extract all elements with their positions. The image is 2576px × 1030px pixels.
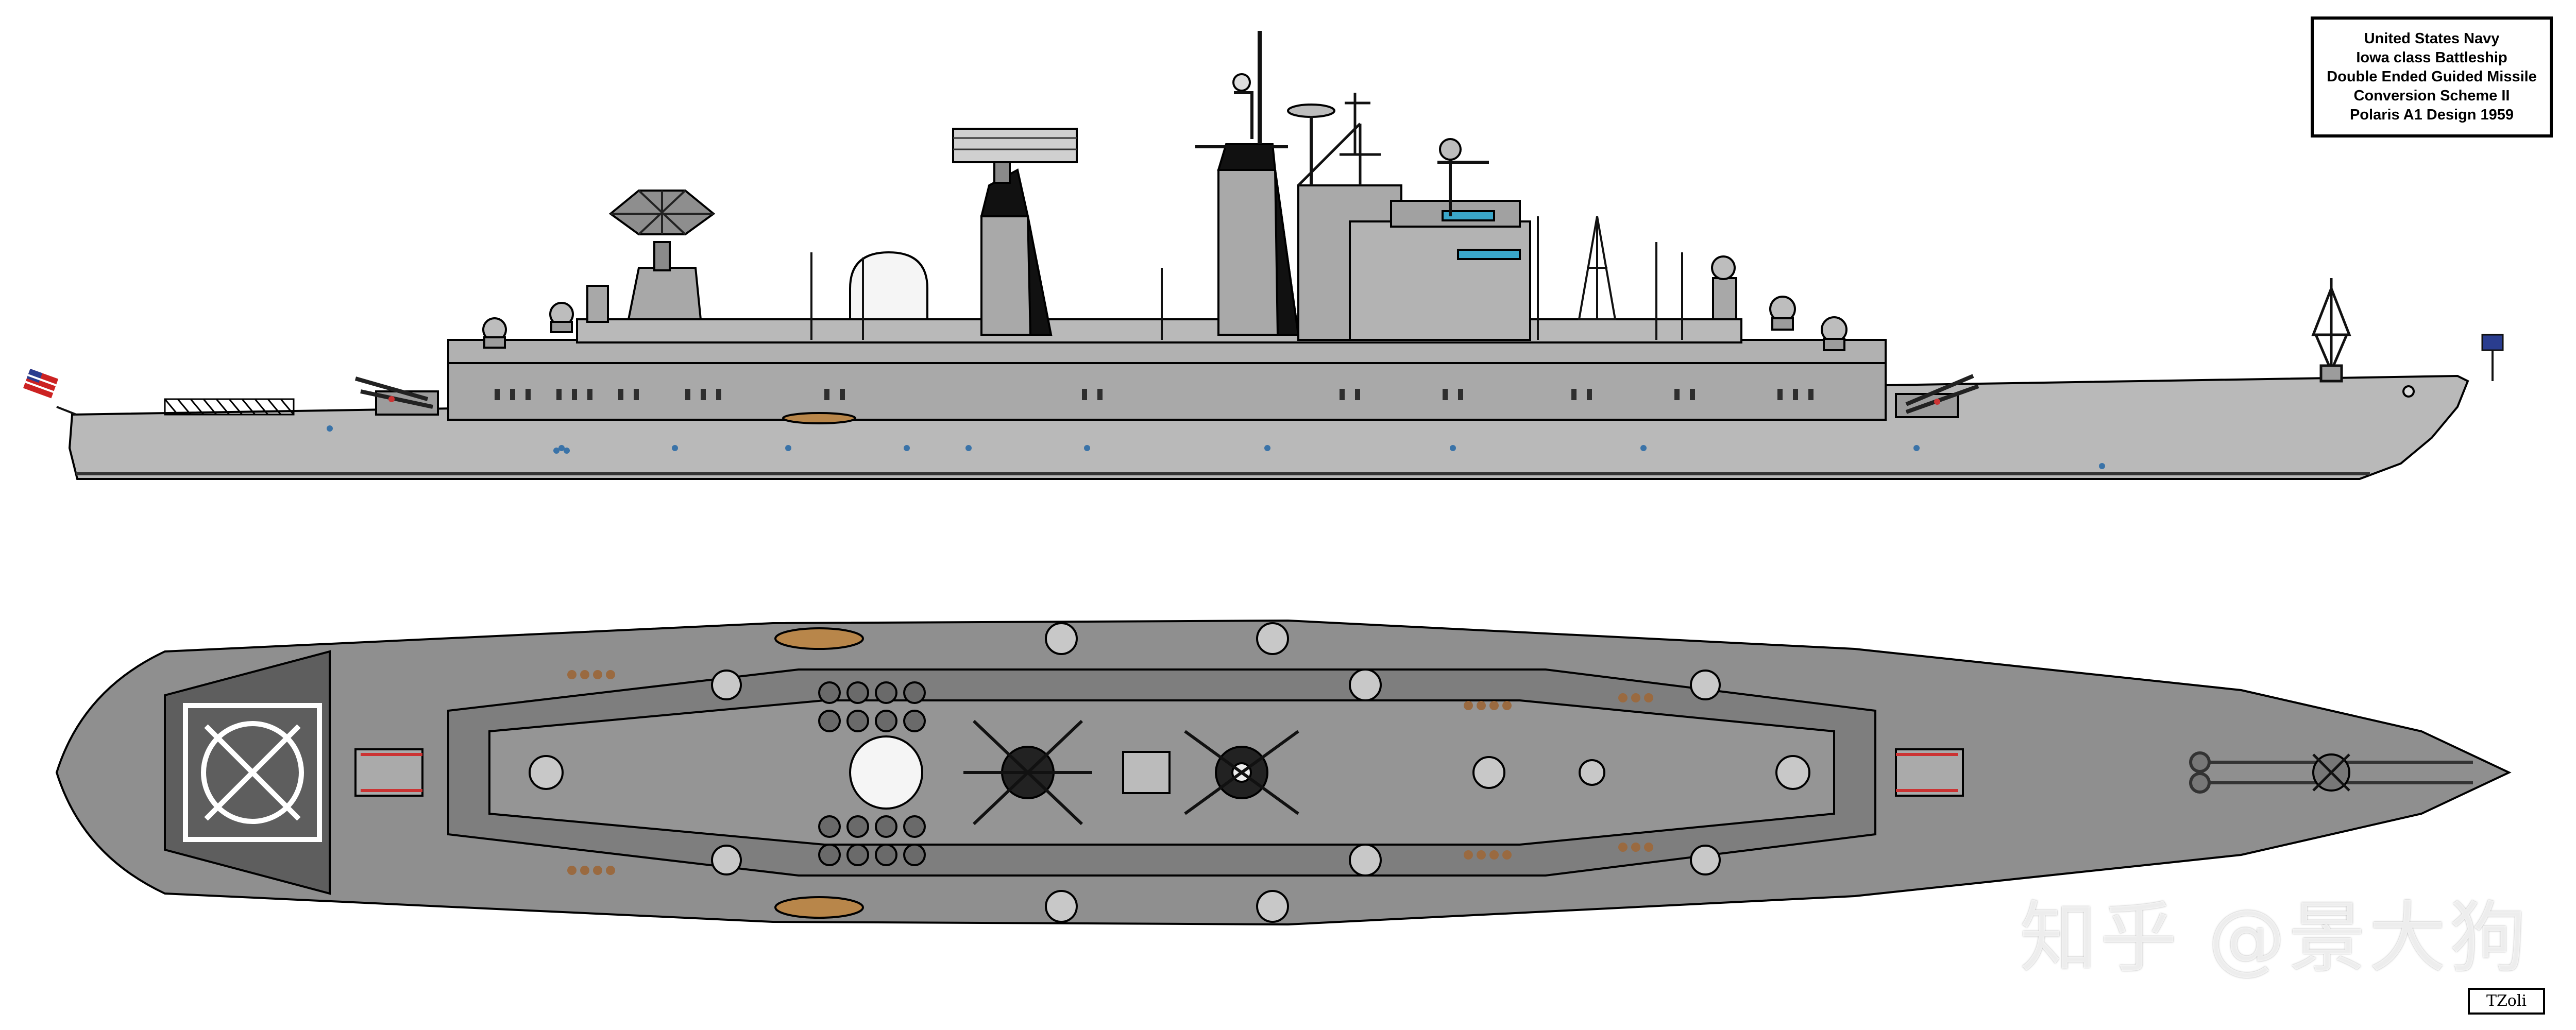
union-jack-icon [2481,334,2504,381]
side-profile [68,31,2469,480]
aft-directors [482,285,609,349]
plan-launchers [354,748,1964,797]
stern-deck-rail [164,398,295,416]
title-line-scheme: Conversion Scheme II [2353,88,2510,104]
title-line-navy: United States Navy [2364,30,2500,47]
forward-tower [1287,93,1531,341]
ships-boat-port [774,627,864,650]
bow-anchor [2402,385,2415,398]
title-line-design: Polaris A1 Design 1959 [2349,107,2514,123]
aft-funnel [952,128,1078,336]
fore-directors [1711,255,1848,351]
whip-aerials [810,216,1683,340]
gun-mounts [529,622,1810,923]
radome-top [849,735,923,810]
portholes [327,425,2105,469]
title-line-class: Iowa class Battleship [2356,49,2507,66]
helipad-marking-icon [183,703,322,842]
title-block: United States Navy Iowa class Battleship… [2311,16,2553,138]
artist-signature: TZoli [2468,988,2545,1015]
superstructure-upper [576,318,1742,344]
bow-missile-launcher [1895,374,1979,418]
stern-missile-launcher [354,376,439,416]
deckhouse-vent [1122,751,1171,794]
aft-radar-tower [608,190,716,320]
superstructure-lower [447,359,1887,421]
lattice-aerial [1578,216,1617,320]
window-rows [495,389,1814,400]
forward-director [1437,138,1489,216]
ships-boat-side [782,412,856,424]
life-raft-racks [567,670,1653,875]
us-flag-icon [23,368,77,416]
bow-tripod-mast [2311,278,2351,383]
watermark: 知乎 @景大狗 [2020,894,2530,983]
missile-tubes-aft [818,681,926,866]
helideck [164,650,331,895]
ships-boat-starboard [774,896,864,919]
title-line-type: Double Ended Guided Missile [2327,68,2537,85]
plan-view [55,619,2512,926]
fore-funnel [1195,31,1300,336]
radome-aft [849,251,928,320]
